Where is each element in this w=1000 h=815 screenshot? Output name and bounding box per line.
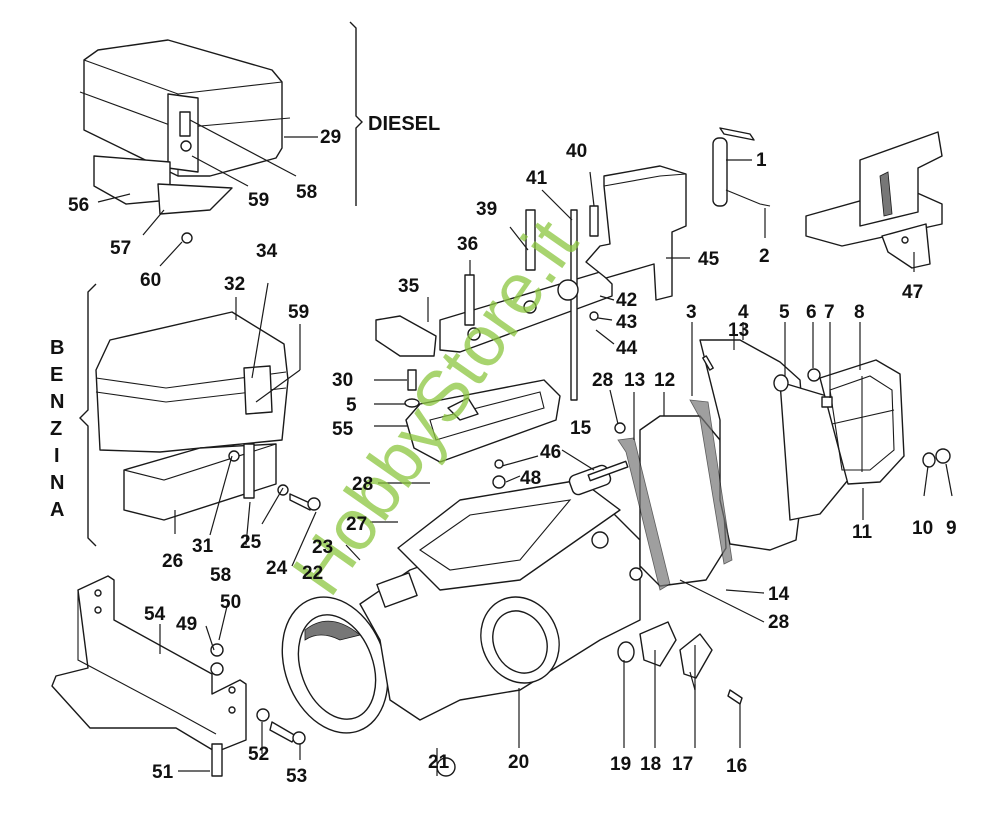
callout-15: 15 [570,418,592,439]
callout-2: 2 [759,246,770,267]
callout-8: 8 [854,302,865,323]
diesel-battery-box [79,39,291,244]
callout-39: 39 [476,199,497,220]
benzina-battery-box [95,311,321,521]
callout-28b: 28 [352,474,373,495]
bracket-47 [805,131,943,269]
callout-45: 45 [698,249,720,270]
callout-22: 22 [302,563,323,584]
callout-56: 56 [68,195,89,216]
cover-plate-55 [375,209,613,489]
callout-21: 21 [428,752,450,773]
callout-20: 20 [508,752,529,773]
callout-14: 14 [768,584,790,605]
leader-lines [97,119,953,776]
svg-text:Z: Z [50,418,62,440]
callout-54: 54 [144,604,166,625]
callout-3: 3 [686,302,697,323]
callout-5a: 5 [346,395,357,416]
callout-17: 17 [672,754,693,775]
callout-9: 9 [946,518,957,539]
callout-6: 6 [806,302,817,323]
section-label-diesel: DIESEL [368,113,440,135]
callout-28c: 28 [768,612,789,633]
callout-58: 58 [296,182,317,203]
callout-19: 19 [610,754,631,775]
callout-55: 55 [332,419,354,440]
callout-11: 11 [852,522,873,543]
svg-text:B: B [50,337,64,359]
svg-text:I: I [54,445,60,467]
callout-26: 26 [162,551,183,572]
callout-12: 12 [654,370,675,391]
pin-1 [712,127,771,207]
callout-43: 43 [616,312,637,333]
callout-36: 36 [457,234,478,255]
callout-59: 59 [248,190,269,211]
callout-1: 1 [756,150,767,171]
callout-29: 29 [320,127,341,148]
section-label-benzina: B E N Z I N A [50,337,64,521]
callout-18: 18 [640,754,661,775]
bracket-54 [51,575,306,777]
callout-32: 32 [224,274,245,295]
callout-7: 7 [824,302,835,323]
gearbox-housing [281,464,743,777]
callout-13a: 13 [728,320,749,341]
callout-57: 57 [110,238,131,259]
callout-5b: 5 [779,302,790,323]
svg-text:N: N [50,391,64,413]
cylinder-block [587,339,951,591]
callout-35: 35 [398,276,420,297]
callout-28a: 28 [592,370,613,391]
callout-60: 60 [140,270,161,291]
callout-23: 23 [312,537,333,558]
callout-31: 31 [192,536,214,557]
callout-40: 40 [566,141,587,162]
callout-53: 53 [286,766,307,787]
callout-48: 48 [520,468,541,489]
callout-27: 27 [346,514,367,535]
callout-25: 25 [240,532,262,553]
callout-59b: 59 [288,302,309,323]
callout-44: 44 [616,338,638,359]
callout-10: 10 [912,518,933,539]
callout-30: 30 [332,370,353,391]
svg-text:E: E [50,364,63,386]
callout-52: 52 [248,744,269,765]
svg-text:A: A [50,499,64,521]
callout-41: 41 [526,168,548,189]
callout-16: 16 [726,756,747,777]
svg-text:N: N [50,472,64,494]
callout-51: 51 [152,762,174,783]
callout-13b: 13 [624,370,645,391]
callout-58b: 58 [210,565,231,586]
callout-46: 46 [540,442,561,463]
callout-47: 47 [902,282,923,303]
callout-24: 24 [266,558,288,579]
callout-34: 34 [256,241,278,262]
callout-4: 4 [738,302,749,323]
callout-49: 49 [176,614,197,635]
callout-42: 42 [616,290,637,311]
callout-50: 50 [220,592,241,613]
callouts: 29 58 59 56 57 60 34 32 59 26 31 58 25 2… [68,127,957,787]
